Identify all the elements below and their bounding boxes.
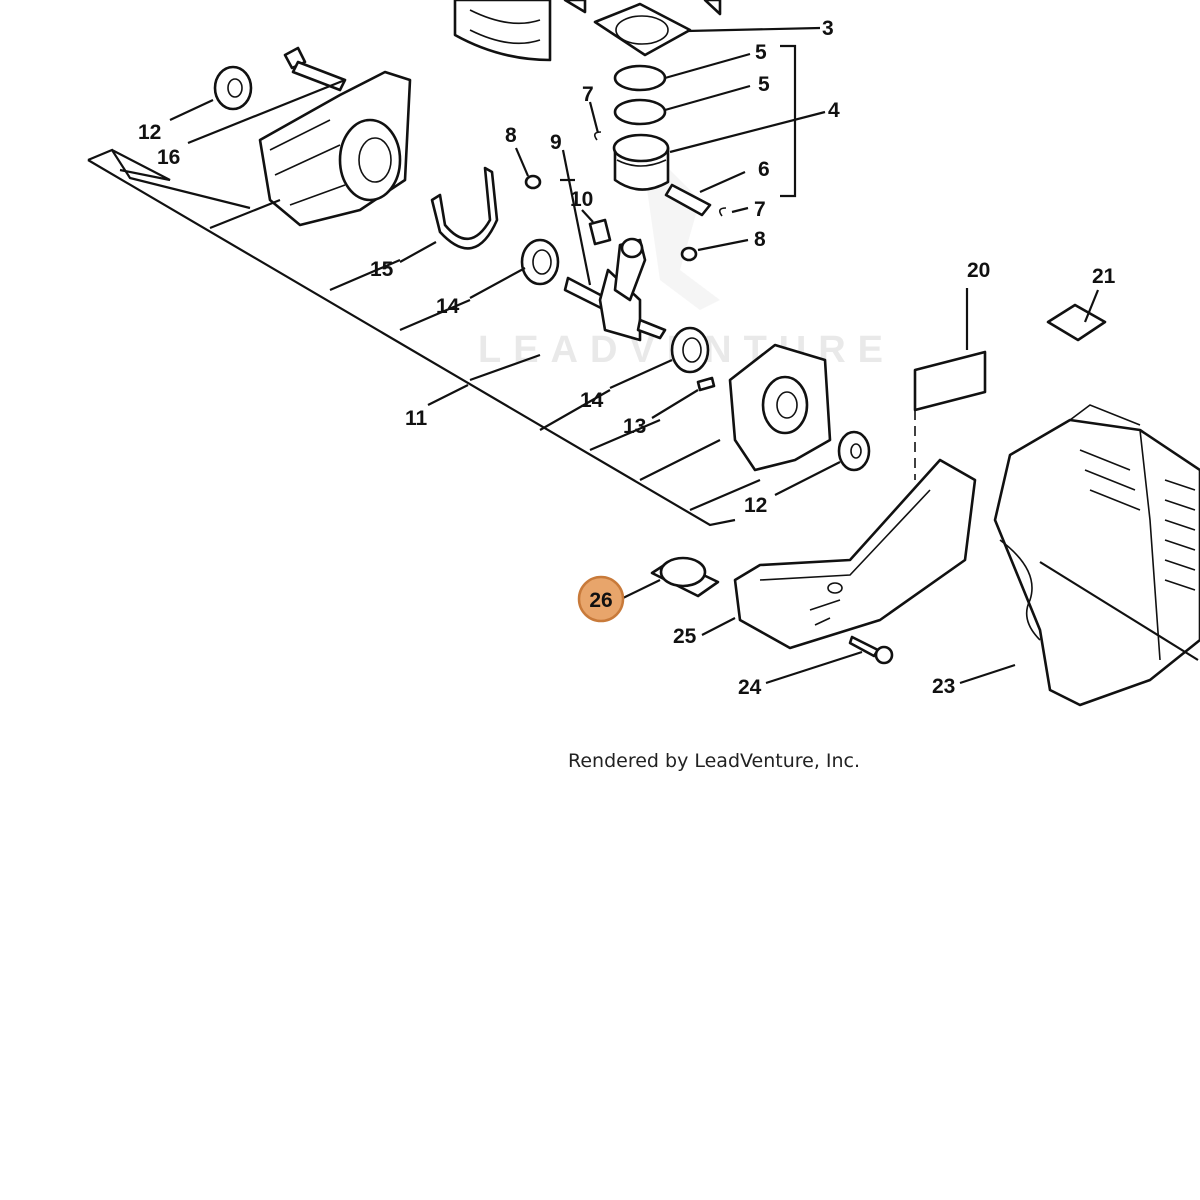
credit-text: Rendered by LeadVenture, Inc. — [568, 750, 861, 772]
callout-3[interactable]: 3 — [822, 17, 834, 40]
ball-bearing-right — [670, 326, 710, 374]
gasket-part — [593, 2, 692, 57]
needle-bearing-part — [588, 218, 612, 246]
callout-5a[interactable]: 5 — [755, 41, 767, 64]
damper-pad-part — [650, 556, 720, 598]
bolt-part — [283, 46, 347, 92]
callout-13[interactable]: 13 — [623, 415, 646, 438]
piston-part — [612, 133, 670, 191]
washer-lower — [680, 246, 698, 262]
circlip-upper — [593, 131, 602, 141]
callout-21[interactable]: 21 — [1092, 265, 1116, 288]
callout-10[interactable]: 10 — [570, 188, 593, 211]
highlight-circle — [577, 575, 625, 623]
callout-20[interactable]: 20 — [967, 259, 990, 282]
callout-14b[interactable]: 14 — [580, 389, 604, 412]
callout-16[interactable]: 16 — [157, 146, 180, 169]
highlighted-callout-26[interactable]: 26 — [577, 575, 625, 623]
warning-label-part — [913, 350, 987, 412]
callout-7b[interactable]: 7 — [754, 198, 766, 221]
dowel-pin-part — [696, 376, 716, 392]
engine-shroud-part — [993, 404, 1200, 707]
oil-seal-right — [837, 430, 871, 472]
cylinder-part — [453, 0, 722, 62]
callout-7a[interactable]: 7 — [582, 83, 594, 106]
piston-pin-part — [664, 183, 712, 217]
callout-24[interactable]: 24 — [738, 676, 762, 699]
guide-plate-part — [430, 166, 499, 250]
circlip-lower — [718, 207, 727, 217]
callout-26[interactable]: 26 — [589, 589, 612, 612]
crankcase-right — [728, 343, 832, 472]
callout-12a[interactable]: 12 — [138, 121, 161, 144]
handle-housing-part — [733, 458, 977, 650]
washer-upper — [524, 174, 542, 190]
decal-part — [1046, 303, 1107, 342]
crankshaft-part — [563, 237, 667, 342]
oil-seal-left — [213, 65, 253, 111]
callout-14a[interactable]: 14 — [436, 295, 460, 318]
callout-23[interactable]: 23 — [932, 675, 955, 698]
leader-lines — [87, 26, 1199, 685]
callout-4[interactable]: 4 — [828, 99, 840, 122]
crankcase-left — [258, 70, 412, 227]
callout-9[interactable]: 9 — [550, 131, 562, 154]
ball-bearing-left — [520, 238, 560, 286]
piston-ring-lower — [613, 98, 667, 126]
callout-12b[interactable]: 12 — [744, 494, 767, 517]
callout-6[interactable]: 6 — [758, 158, 770, 181]
piston-ring-upper — [613, 64, 667, 92]
callout-15[interactable]: 15 — [370, 258, 394, 281]
callout-11[interactable]: 11 — [405, 407, 428, 430]
callout-labels: 3 5 5 4 7 6 7 8 8 9 10 12 16 15 14 14 11… — [138, 17, 1116, 699]
screw-part — [848, 635, 894, 665]
callout-25[interactable]: 25 — [673, 625, 697, 648]
callout-8b[interactable]: 8 — [754, 228, 766, 251]
callout-5b[interactable]: 5 — [758, 73, 770, 96]
callout-8a[interactable]: 8 — [505, 124, 517, 147]
